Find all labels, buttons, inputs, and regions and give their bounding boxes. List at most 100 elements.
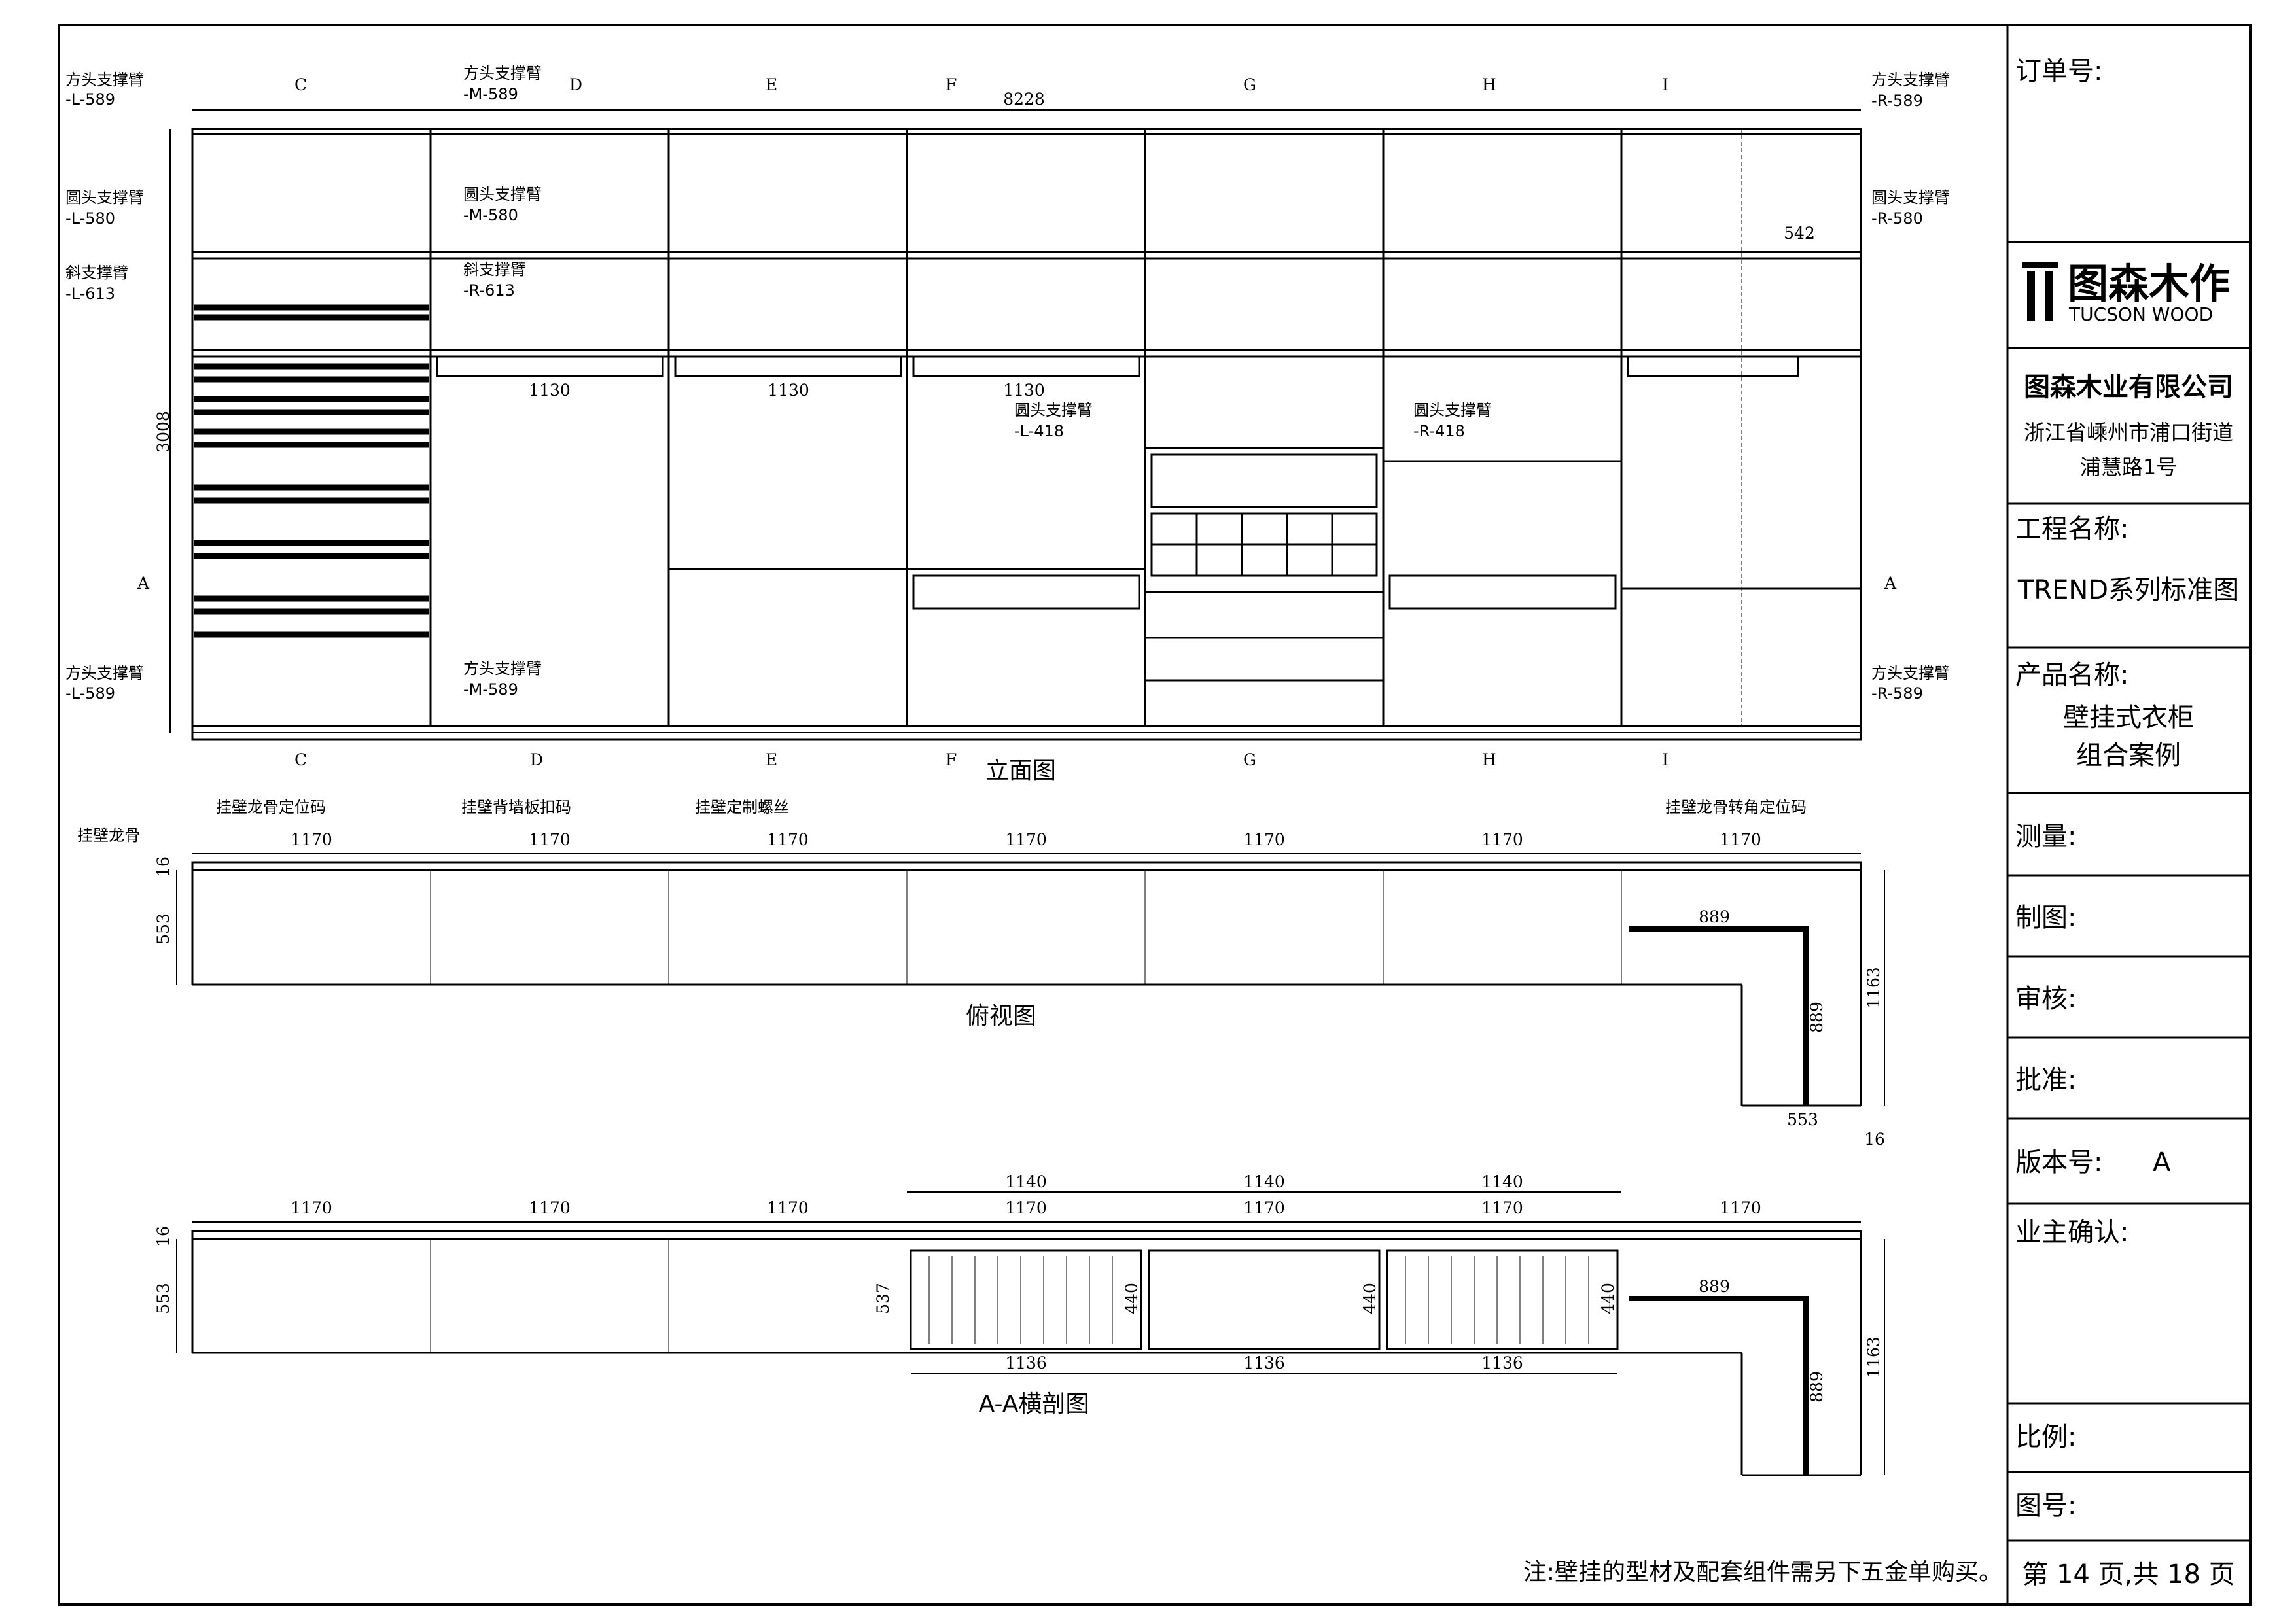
callout-mid-2-name: 圆头支撑臂: [463, 185, 542, 203]
callout-right-2-name: 圆头支撑臂: [1871, 188, 1950, 207]
small-dim: 542: [1784, 224, 1815, 243]
elevation-view: [169, 109, 1862, 741]
section-h-top: H: [1482, 75, 1496, 94]
project-value: TREND系列标准图: [2017, 575, 2239, 605]
drawer-slats: [928, 1256, 1589, 1344]
plan-corner-3: 1163: [1864, 967, 1883, 1009]
total-width-dim: 8228: [1003, 90, 1045, 109]
plan-bay-7: 1170: [1720, 830, 1761, 849]
callout-center-2-name: 圆头支撑臂: [1413, 401, 1492, 419]
scale-label: 比例:: [2015, 1422, 2076, 1452]
product-value-1: 壁挂式衣柜: [2063, 703, 2194, 733]
plan-corner-2: 889: [1807, 1002, 1826, 1033]
brand-en: TUCSON WOOD: [2068, 304, 2213, 325]
plan-bay-3: 1170: [767, 830, 809, 849]
section-f-bottom: F: [945, 750, 957, 769]
purchase-note: 注:壁挂的型材及配套组件需另下五金单购买。: [1523, 1559, 2002, 1586]
plan-label-5: 挂壁龙骨: [77, 826, 140, 845]
callout-left-1-code: -L-589: [65, 90, 115, 109]
title-block: [2007, 241, 2250, 1542]
plan-depth: 553: [154, 913, 173, 945]
callout-mid-2-code: -M-580: [463, 206, 518, 224]
review-label: 审核:: [2015, 984, 2076, 1014]
plan-panel: 16: [154, 856, 173, 877]
callout-right-1-name: 方头支撑臂: [1871, 71, 1950, 89]
callout-right-3-code: -R-589: [1871, 684, 1923, 703]
version-label: 版本号:: [2015, 1147, 2102, 1178]
callout-center-2-code: -R-418: [1413, 422, 1465, 440]
callout-mid-4-name: 方头支撑臂: [463, 659, 542, 678]
section-h-bottom: H: [1482, 750, 1496, 769]
section-corner-1: 889: [1699, 1277, 1730, 1296]
brand-cn: 图森木作: [2068, 260, 2230, 307]
drawer-outer-1: 1140: [1005, 1172, 1047, 1191]
callout-mid-1-code: -M-589: [463, 85, 518, 103]
page-info: 第 14 页,共 18 页: [2022, 1560, 2234, 1590]
callout-mid-3-code: -R-613: [463, 281, 515, 300]
plan-label-1: 挂壁龙骨定位码: [216, 798, 326, 816]
plan-bay-1: 1170: [291, 830, 332, 849]
section-corner-2: 889: [1807, 1371, 1826, 1403]
measure-label: 测量:: [2015, 822, 2076, 852]
plan-label-4: 挂壁龙骨转角定位码: [1665, 798, 1807, 816]
sheet-border: [58, 24, 2252, 1606]
rail-dim-3: 1130: [1003, 381, 1045, 400]
address-line-2: 浦慧路1号: [2080, 455, 2177, 480]
callout-right-1-code: -R-589: [1871, 92, 1923, 110]
section-bay-3: 1170: [767, 1198, 809, 1217]
section-bay-4: 1170: [1005, 1198, 1047, 1217]
plan-view: [176, 853, 1885, 1107]
callouts-mid: 方头支撑臂 -M-589 圆头支撑臂 -M-580 斜支撑臂 -R-613 方头…: [463, 64, 542, 699]
section-f-top: F: [945, 75, 957, 94]
project-label: 工程名称:: [2015, 514, 2128, 544]
plan-bay-4: 1170: [1005, 830, 1047, 849]
product-label: 产品名称:: [2015, 660, 2128, 690]
plan-bay-2: 1170: [529, 830, 571, 849]
section-c-top: C: [294, 75, 307, 94]
callout-right-3-name: 方头支撑臂: [1871, 664, 1950, 682]
callout-mid-3-name: 斜支撑臂: [463, 260, 526, 279]
section-d-bottom: D: [530, 750, 543, 769]
section-view: [176, 1191, 1885, 1476]
drawer-outer-3: 1140: [1481, 1172, 1523, 1191]
elevation-frame: [191, 128, 1862, 741]
drawer-inner-depth-3: 440: [1598, 1283, 1617, 1314]
callout-left-2-code: -L-580: [65, 209, 115, 228]
section-c-bottom: C: [294, 750, 307, 769]
plan-label-3: 挂壁定制螺丝: [695, 798, 789, 816]
plan-bay-6: 1170: [1481, 830, 1523, 849]
callouts-center: 圆头支撑臂 -L-418 圆头支撑臂 -R-418: [1014, 401, 1492, 440]
callout-mid-4-code: -M-589: [463, 680, 518, 699]
section-i-bottom: I: [1662, 750, 1669, 769]
approve-label: 批准:: [2015, 1065, 2076, 1095]
owner-confirm-label: 业主确认:: [2015, 1217, 2128, 1248]
plan-label-2: 挂壁背墙板扣码: [461, 798, 571, 816]
plan-corner-1: 889: [1699, 907, 1730, 926]
company-name: 图森木业有限公司: [2024, 372, 2233, 402]
rail-dim-2: 1130: [768, 381, 809, 400]
drawer-inner-2: 1136: [1243, 1353, 1285, 1372]
section-bay-7: 1170: [1720, 1198, 1761, 1217]
plan-corner-4: 553: [1787, 1110, 1818, 1129]
callout-center-1-code: -L-418: [1014, 422, 1064, 440]
section-i-top: I: [1662, 75, 1669, 94]
callouts-right: 方头支撑臂 -R-589 圆头支撑臂 -R-580 方头支撑臂 -R-589: [1871, 71, 1950, 703]
section-e-bottom: E: [766, 750, 777, 769]
address-line-1: 浙江省嵊州市浦口街道: [2024, 420, 2233, 445]
drawer-inner-depth-2: 440: [1360, 1283, 1379, 1314]
callout-center-1-name: 圆头支撑臂: [1014, 401, 1093, 419]
plan-caption: 俯视图: [966, 1003, 1036, 1030]
section-bay-6: 1170: [1481, 1198, 1523, 1217]
callout-right-2-code: -R-580: [1871, 209, 1923, 228]
callout-left-3-name: 斜支撑臂: [65, 264, 128, 282]
section-bay-2: 1170: [529, 1198, 571, 1217]
section-depth: 553: [154, 1283, 173, 1314]
brand-logo-icon: [2022, 262, 2058, 321]
elevation-caption: 立面图: [985, 758, 1056, 784]
draw-label: 制图:: [2015, 903, 2076, 933]
drawer-inner-3: 1136: [1481, 1353, 1523, 1372]
drawing-number-label: 图号:: [2015, 1491, 2076, 1521]
section-g-top: G: [1243, 75, 1256, 94]
section-d-top: D: [569, 75, 582, 94]
